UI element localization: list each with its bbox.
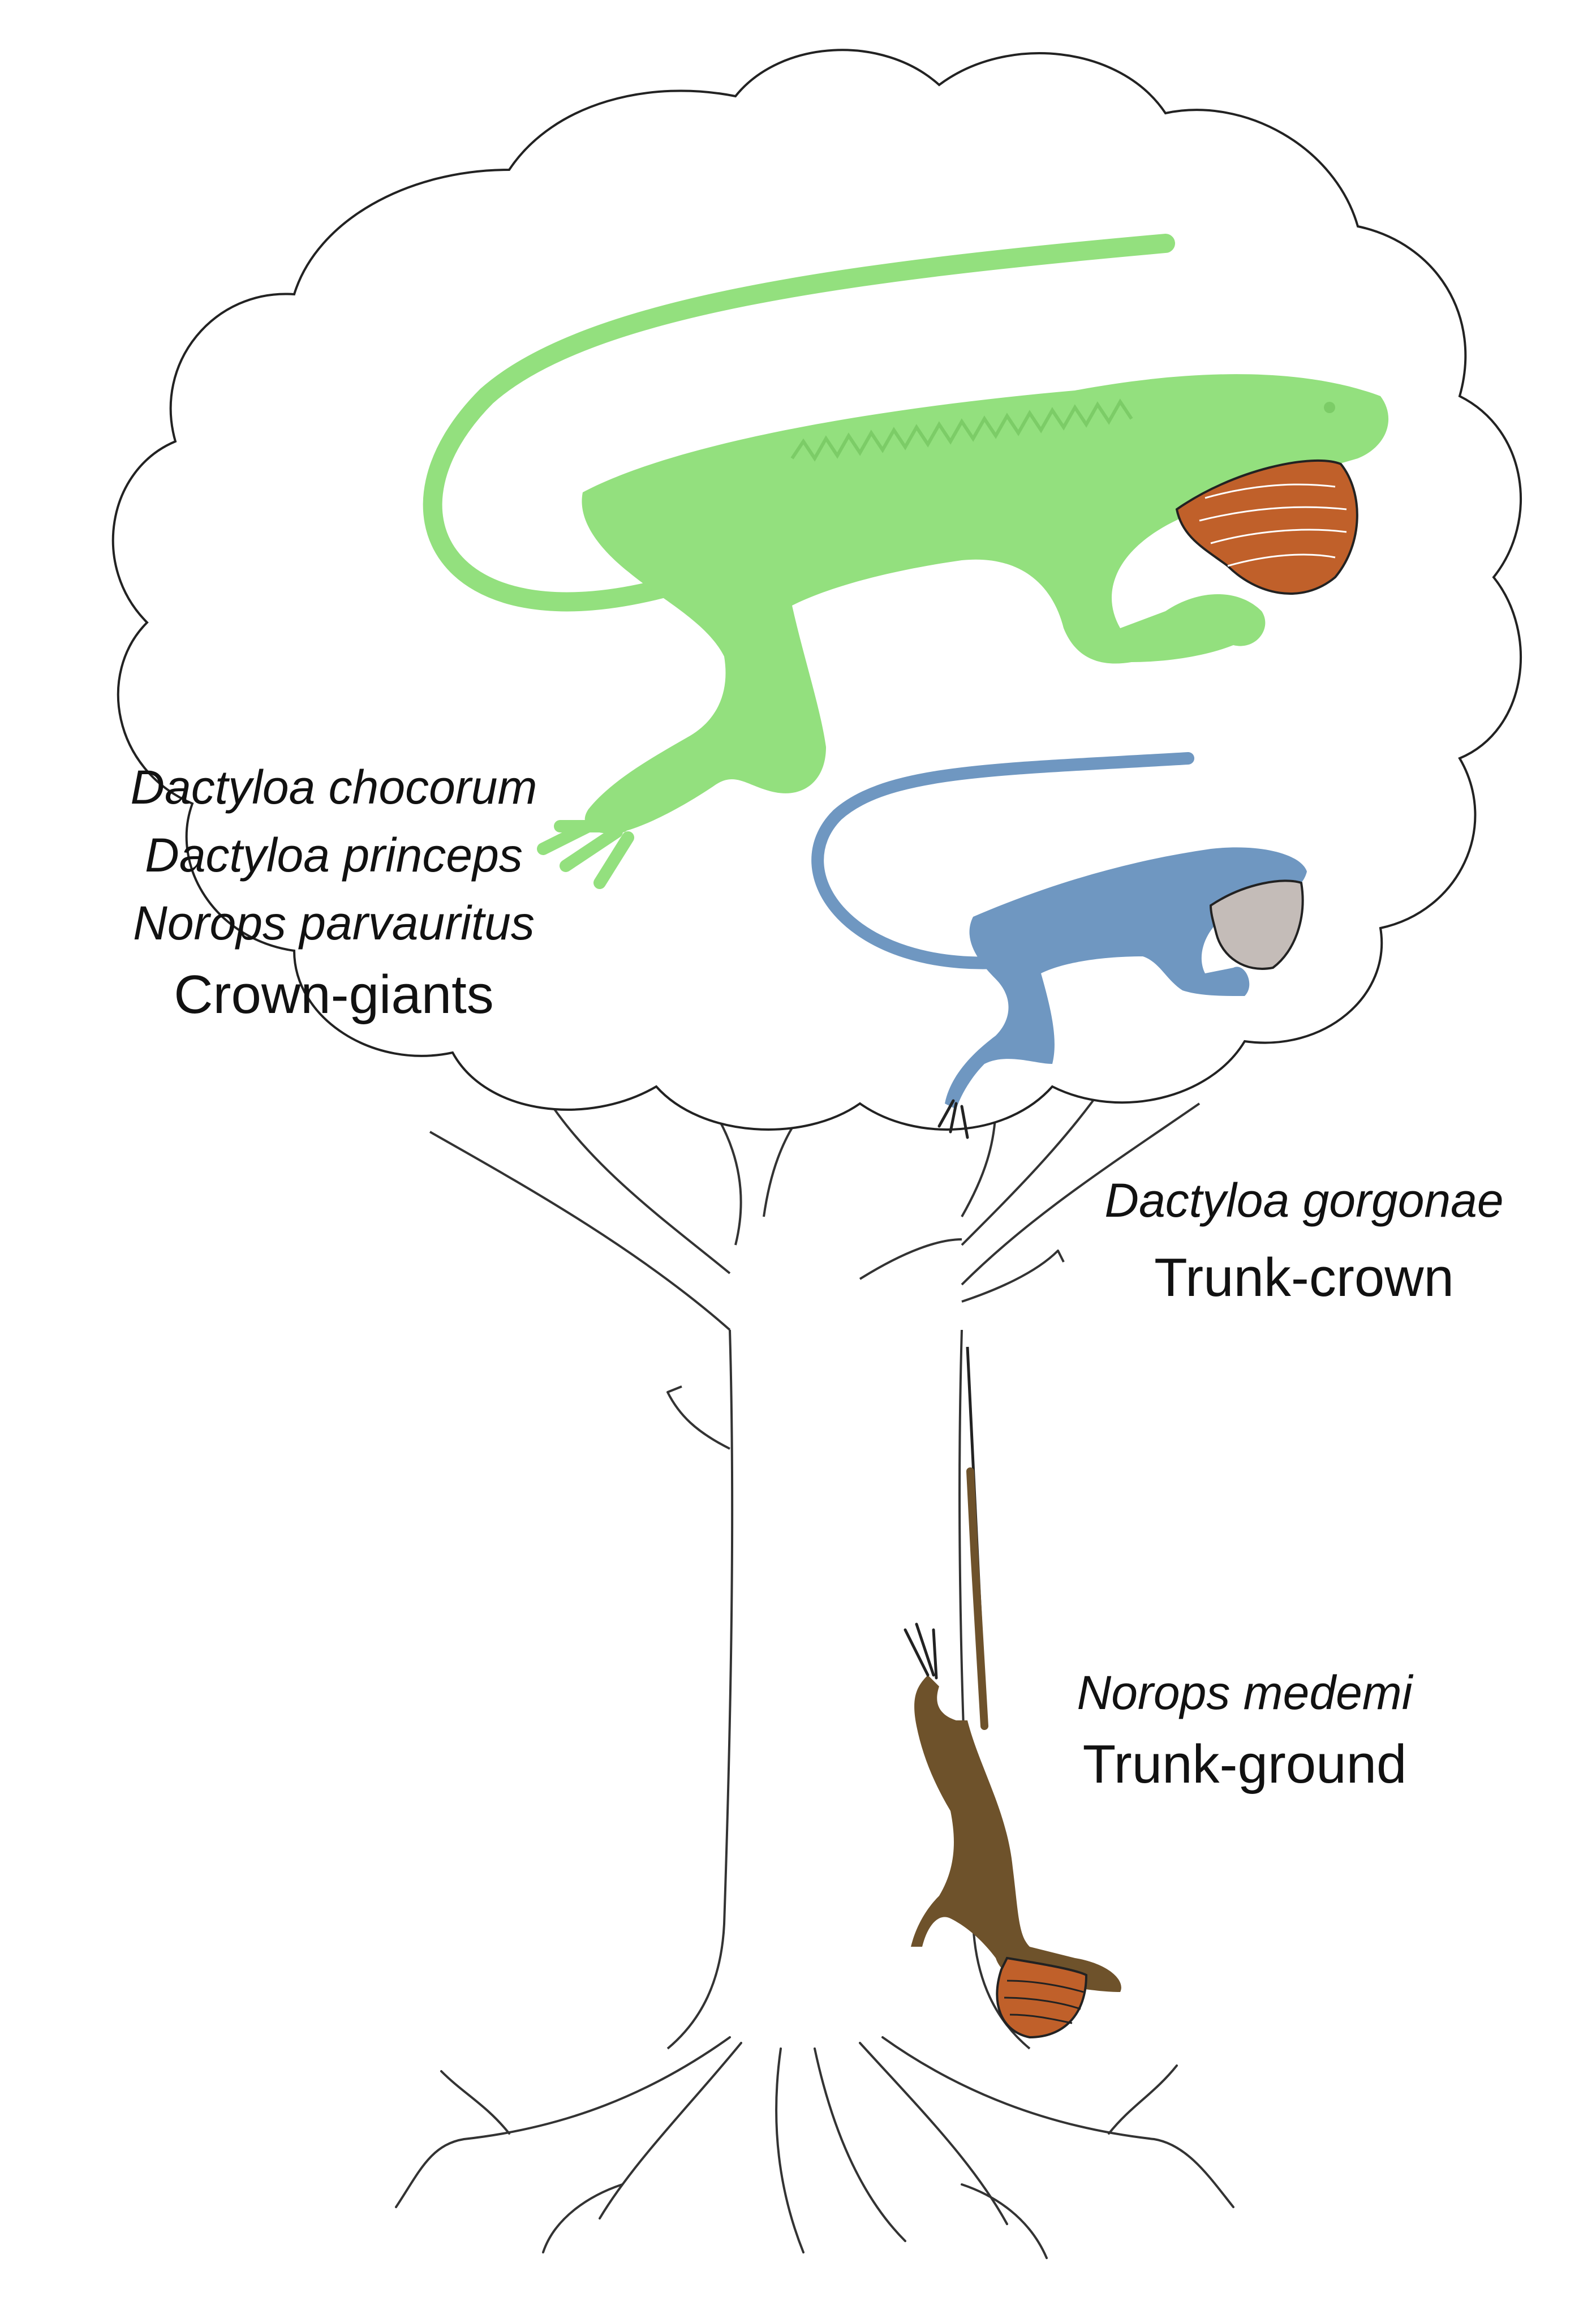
crown-giant-dorsal-crest [790,398,1133,462]
species-label: Norops medemi [1077,1666,1414,1719]
trunk-ground-body [911,1675,1121,1992]
trunk-crown-foot [937,1099,969,1139]
species-label: Dactyloa gorgonae [1104,1174,1503,1227]
species-label: Dactyloa chocorum [131,761,537,814]
crown-giant-eye [1324,402,1335,413]
crown-giant-dewlap-scales [1199,483,1347,567]
trunk-ground-lizard [904,1346,1121,2039]
ecomorph-label: Crown-giants [174,964,494,1025]
crown-giant-tail [423,234,1175,612]
trunk-crown-dewlap [1209,879,1304,970]
label-group-trunk-ground: Norops medemi Trunk-ground [1077,1666,1414,1795]
species-label: Norops parvauritus [133,896,535,950]
species-label: Dactyloa princeps [145,828,523,882]
tree-roots [395,2036,1234,2259]
ecomorph-label: Trunk-crown [1154,1247,1454,1308]
label-group-crown-giants: Dactyloa chocorum Dactyloa princeps Noro… [131,761,537,1025]
tree-branches [429,1085,1201,1331]
ecomorph-label: Trunk-ground [1083,1734,1407,1795]
crown-giant-lizard [423,234,1389,889]
trunk-crown-lizard [811,752,1307,1139]
trunk-crown-tail [811,752,1194,969]
crown-giant-hindfoot [537,809,634,889]
trunk-ground-tail-fill [966,1467,988,1730]
trunk-ground-forefoot [904,1622,938,1680]
label-group-trunk-crown: Dactyloa gorgonae Trunk-crown [1104,1174,1503,1308]
crown-giant-body [582,374,1389,834]
trunk-ground-dewlap-scales [1004,1980,1084,2024]
